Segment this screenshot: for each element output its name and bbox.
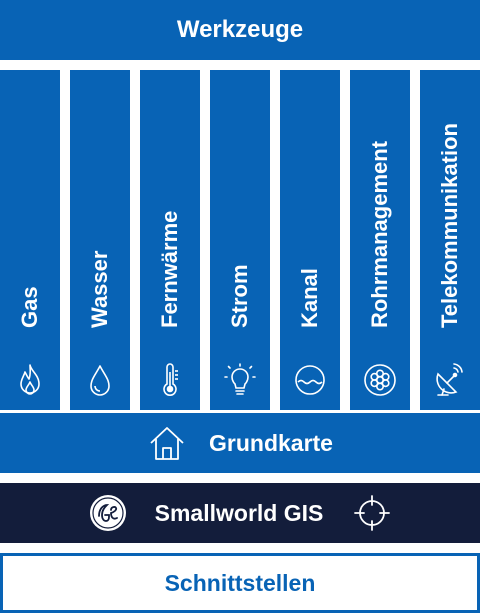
column-rohrmanagement: Rohrmanagement <box>350 70 410 410</box>
smallworld-gis-label: Smallworld GIS <box>154 499 324 526</box>
column-strom: Strom <box>210 70 270 410</box>
column-kanal: Kanal <box>280 70 340 410</box>
column-fernwaerme: Fernwärme <box>140 70 200 410</box>
column-strom-label: Strom <box>227 264 252 328</box>
column-telekommunikation-label: Telekommunikation <box>437 123 462 328</box>
crosshair-target-icon <box>353 494 391 532</box>
smallworld-gis-bar: Smallworld GIS <box>0 483 480 543</box>
interfaces-bar: Schnittstellen <box>0 553 480 613</box>
column-fernwaerme-label: Fernwärme <box>157 210 182 328</box>
sewer-pipe-icon <box>292 362 328 398</box>
column-kanal-label: Kanal <box>297 268 322 328</box>
column-rohrmanagement-label: Rohrmanagement <box>367 140 392 328</box>
water-drop-icon <box>82 362 118 398</box>
interfaces-label: Schnittstellen <box>164 569 316 596</box>
light-bulb-icon <box>222 362 258 398</box>
flame-icon <box>12 362 48 398</box>
satellite-dish-icon <box>432 362 468 398</box>
column-gas: Gas <box>0 70 60 410</box>
thermometer-icon <box>152 362 188 398</box>
column-gas-label: Gas <box>17 286 42 328</box>
ge-logo <box>89 494 127 532</box>
column-wasser: Wasser <box>70 70 130 410</box>
tools-header: Werkzeuge <box>0 0 480 60</box>
basemap-bar: Grundkarte <box>0 413 480 473</box>
house-icon <box>147 423 187 463</box>
pipe-bundle-icon <box>362 362 398 398</box>
column-wasser-label: Wasser <box>87 250 112 328</box>
column-telekommunikation: Telekommunikation <box>420 70 480 410</box>
basemap-label: Grundkarte <box>209 429 333 456</box>
tools-header-label: Werkzeuge <box>176 16 304 43</box>
